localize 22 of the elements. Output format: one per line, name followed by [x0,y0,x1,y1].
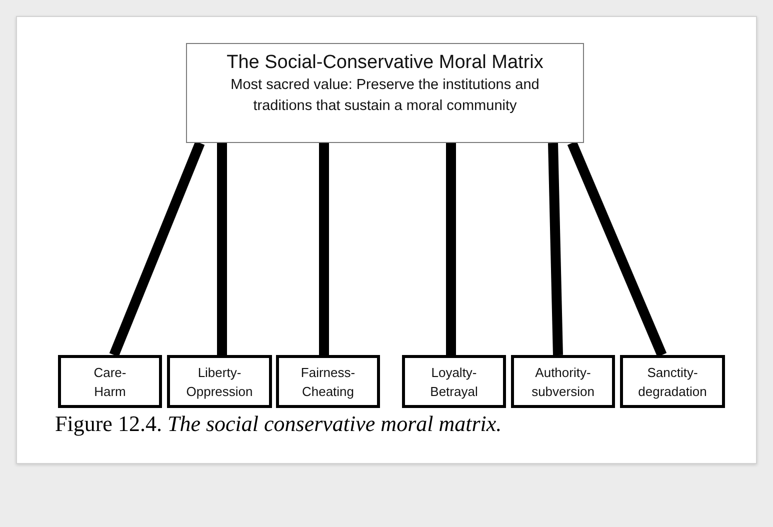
box-label: Fairness- Cheating [300,364,356,400]
box-label: Liberty- Oppression [186,364,253,400]
category-box [402,355,506,408]
connector-line [319,143,329,355]
category-box [620,355,725,408]
title-box [186,43,584,143]
category-box [276,355,380,408]
category-box [167,355,272,408]
box-label: Loyalty- Betrayal [430,364,478,400]
figure-caption: Figure 12.4. The social conservative moral matrix. [55,410,502,438]
box-label: Care- Harm [94,364,126,400]
box-description: Most sacred value: Preserve the institutions and traditions that sustain a moral community [230,76,540,116]
box-label: Authority- subversion [532,364,594,400]
connector-line [567,141,667,357]
box-label: Sanctity- degradation [638,364,707,400]
category-box [511,355,615,408]
box-heading: The Social-Conservative Moral Matrix [226,51,544,75]
connector-line [217,143,227,355]
category-box [58,355,162,408]
connector-line [548,142,563,356]
connector-line [109,141,205,357]
connector-line [446,143,456,355]
